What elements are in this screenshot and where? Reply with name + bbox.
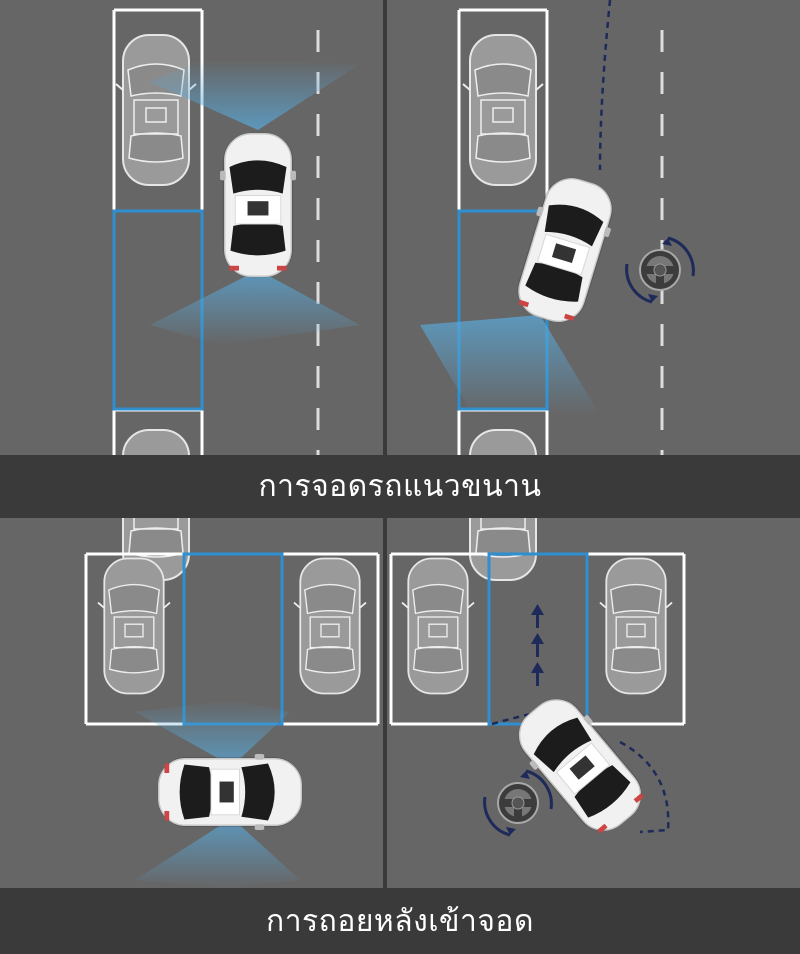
car-icon [157,753,303,831]
caption-parallel-parking: การจอดรถแนวขนาน [0,455,800,518]
parked-car-icon [293,557,367,695]
caption-text: การจอดรถแนวขนาน [258,469,542,504]
panel-parallel-steer [420,0,695,581]
caption-reverse-parking: การถอยหลังเข้าจอด [0,888,800,954]
panel-divider-bottom [383,518,387,888]
parked-car-icon [401,557,475,695]
parked-car-icon [97,557,171,695]
panel-reverse-detect [84,552,380,888]
steering-wheel-icon [639,249,681,291]
path-line [598,0,612,171]
parked-car-icon [115,34,197,186]
sensor-cone-icon [150,270,360,345]
steering-wheel-icon [497,782,539,824]
car-icon [219,132,297,278]
panel-divider-top [383,0,387,455]
parked-car-icon [462,34,544,186]
up-arrow-icon [531,604,544,686]
panel-parallel-detect [112,8,360,581]
sensor-cone-icon [135,818,300,888]
caption-text: การถอยหลังเข้าจอด [266,903,534,939]
sensor-cone-icon [420,315,600,415]
sensor-cone-icon [150,60,360,130]
sensor-cone-icon [135,700,290,766]
parked-car-icon [599,557,673,695]
path-line [619,740,670,834]
panel-reverse-steer [389,552,686,846]
